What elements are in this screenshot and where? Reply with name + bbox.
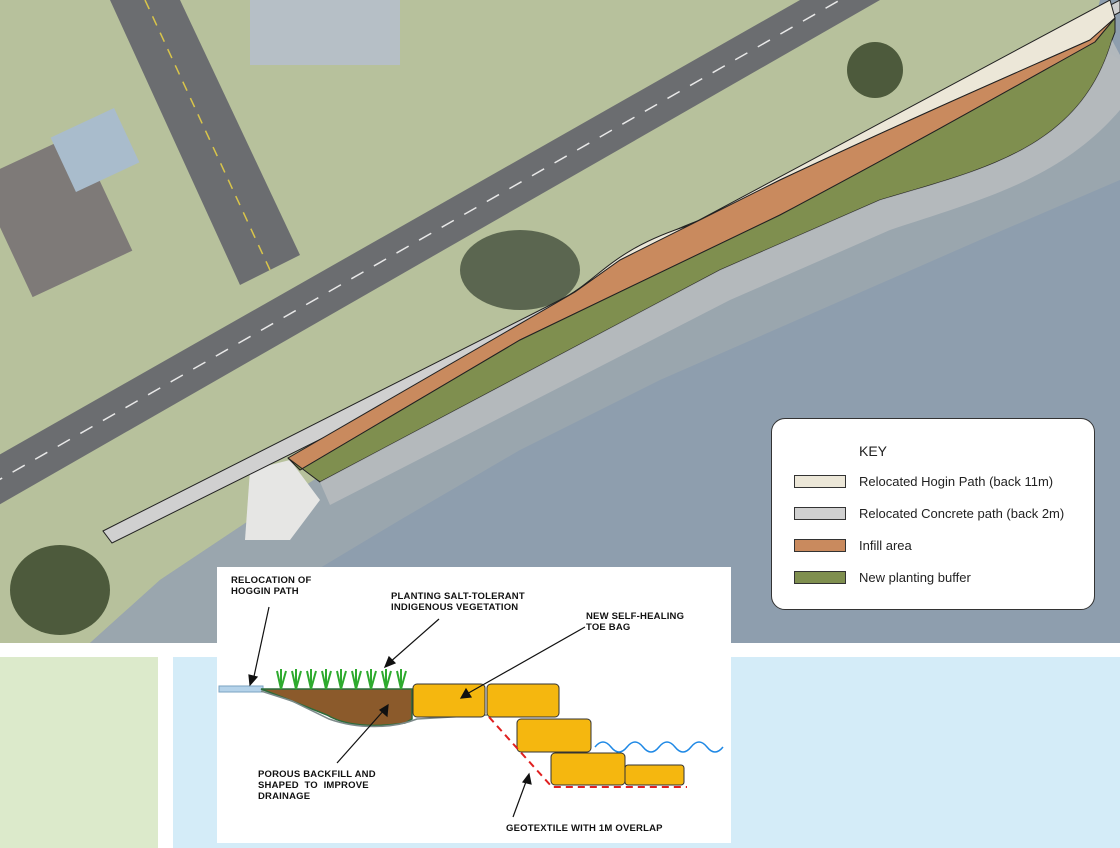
key-swatch	[794, 506, 846, 520]
side-road	[110, 0, 300, 285]
toe-bag	[412, 683, 486, 718]
tree	[10, 545, 110, 635]
shed-roof	[50, 108, 140, 192]
key-swatch	[794, 538, 846, 552]
toe-bag	[624, 764, 685, 786]
cross-section-diagram: RELOCATION OF HOGGIN PATH PLANTING SALT-…	[217, 567, 731, 843]
key-item-label: Relocated Hogin Path (back 11m)	[859, 473, 1054, 489]
main-road	[0, 0, 880, 505]
key-item-hoggin-path: Relocated Hogin Path (back 11m)	[794, 473, 1053, 489]
key-item-label: Infill area	[859, 537, 912, 553]
salt-tolerant-vegetation	[276, 669, 407, 690]
aerial-site-plan	[0, 0, 1120, 643]
hoggin-path-surface	[218, 685, 264, 693]
label-toe-bag: NEW SELF-HEALING TOE BAG	[586, 611, 685, 633]
key-item-infill-area: Infill area	[794, 537, 912, 553]
key-title: KEY	[859, 443, 888, 459]
key-item-concrete-path: Relocated Concrete path (back 2m)	[794, 505, 1064, 521]
key-item-planting-buffer: New planting buffer	[794, 569, 971, 585]
toe-bag	[486, 683, 560, 718]
road-centerline	[0, 0, 841, 481]
key-item-label: Relocated Concrete path (back 2m)	[859, 505, 1065, 521]
label-hoggin-path: RELOCATION OF HOGGIN PATH	[231, 575, 312, 597]
leader-arrows	[248, 606, 586, 818]
label-planting: PLANTING SALT-TOLERANT INDIGENOUS VEGETA…	[391, 591, 525, 613]
key-swatch	[794, 570, 846, 584]
lower-left-panel	[0, 657, 158, 848]
toe-bag	[516, 718, 592, 753]
label-geotextile: GEOTEXTILE WITH 1M OVERLAP	[506, 823, 663, 834]
map-key: KEY Relocated Hogin Path (back 11m) Relo…	[771, 418, 1095, 610]
porous-backfill	[260, 688, 413, 727]
label-backfill: POROUS BACKFILL AND SHAPED TO IMPROVE DR…	[258, 769, 376, 802]
key-item-label: New planting buffer	[859, 569, 971, 585]
water-wave	[594, 741, 724, 753]
boat-ramp	[245, 460, 320, 540]
tree	[460, 230, 580, 310]
geotextile-line	[488, 716, 687, 788]
toe-bags	[412, 683, 685, 786]
rock-revetment	[320, 40, 1120, 505]
toe-bag	[550, 752, 626, 786]
building-roof	[250, 0, 400, 65]
planting-buffer	[287, 16, 1116, 483]
side-road-line	[144, 0, 271, 271]
key-swatch	[794, 474, 846, 488]
tree	[847, 42, 903, 98]
